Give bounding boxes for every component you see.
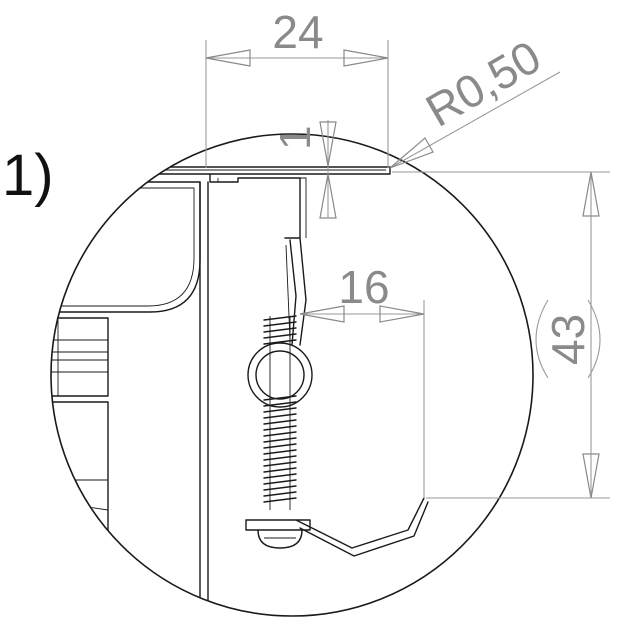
detail-geometry xyxy=(51,166,429,616)
dimension-43: 43 xyxy=(392,171,610,499)
dim-label-16: 16 xyxy=(338,261,389,313)
dimension-1: 1 xyxy=(271,120,337,219)
spring-coil xyxy=(263,315,297,510)
dimension-24: 24 xyxy=(205,6,389,168)
dim-label-radius: R0,50 xyxy=(417,30,549,136)
dim-label-24: 24 xyxy=(272,6,323,58)
dimension-16: 16 xyxy=(299,261,425,498)
dim-label-43: 43 xyxy=(542,314,594,365)
dim-label-1: 1 xyxy=(271,126,320,150)
detail-circle xyxy=(50,133,534,617)
dimension-radius: R0,50 xyxy=(389,30,561,169)
detail-label: 1) xyxy=(2,143,54,208)
